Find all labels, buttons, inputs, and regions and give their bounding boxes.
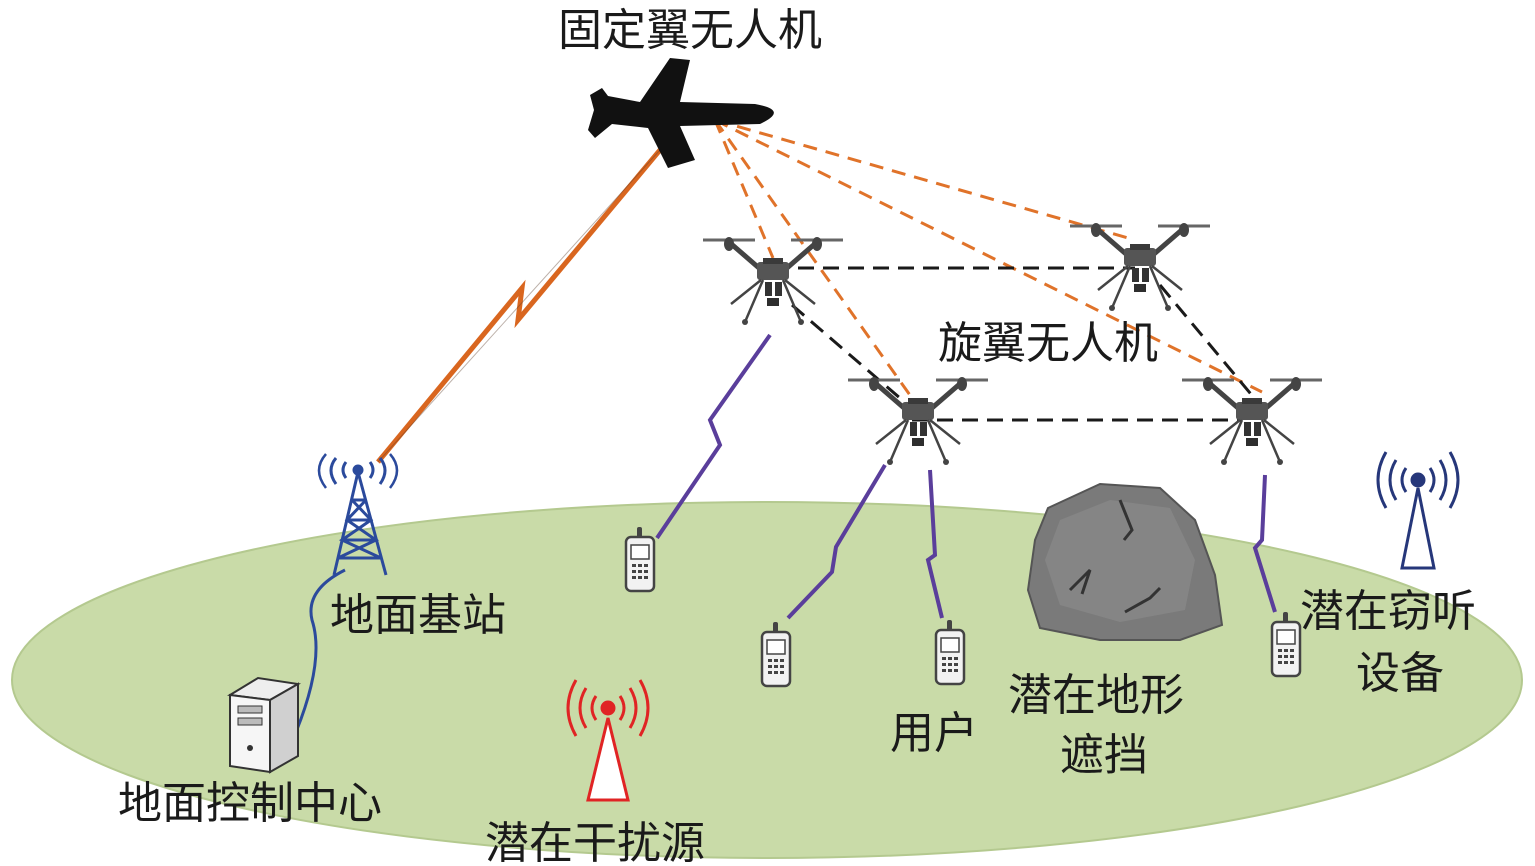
quadcopter-icon (703, 237, 843, 325)
ground-control-center-label: 地面控制中心 (118, 778, 382, 829)
base-tower-icon (317, 453, 399, 576)
phone-icon (760, 620, 792, 688)
base-to-plane-link (376, 148, 662, 464)
phone-icon (624, 525, 656, 593)
plane-to-rotor-links (713, 118, 1263, 399)
jammer-antenna-icon (566, 679, 650, 802)
fixed-wing-uav-label: 固定翼无人机 (558, 5, 822, 56)
user-label: 用户 (890, 708, 978, 759)
server-icon (227, 676, 301, 774)
eavesdropper-label-line1: 潜在窃听 (1300, 586, 1476, 637)
ground-base-station-label: 地面基站 (330, 590, 506, 641)
uav-to-user-links (655, 333, 1277, 620)
rock-icon (1026, 482, 1224, 641)
rotor-uav-label: 旋翼无人机 (938, 318, 1158, 369)
terrain-block-label-line2: 遮挡 (1060, 730, 1148, 781)
terrain-block-label-line1: 潜在地形 (1008, 670, 1184, 721)
eavesdrop-antenna-icon (1376, 451, 1460, 570)
rotor-mesh-links (773, 266, 1262, 422)
phone-icon (1270, 610, 1302, 678)
control-cable (294, 568, 346, 733)
phone-icon (934, 618, 966, 686)
eavesdropper-label-line2: 设备 (1356, 648, 1444, 699)
fixed-wing-plane-icon (588, 58, 774, 168)
potential-jammer-label: 潜在干扰源 (485, 818, 705, 866)
quadcopter-icon (1070, 223, 1210, 311)
